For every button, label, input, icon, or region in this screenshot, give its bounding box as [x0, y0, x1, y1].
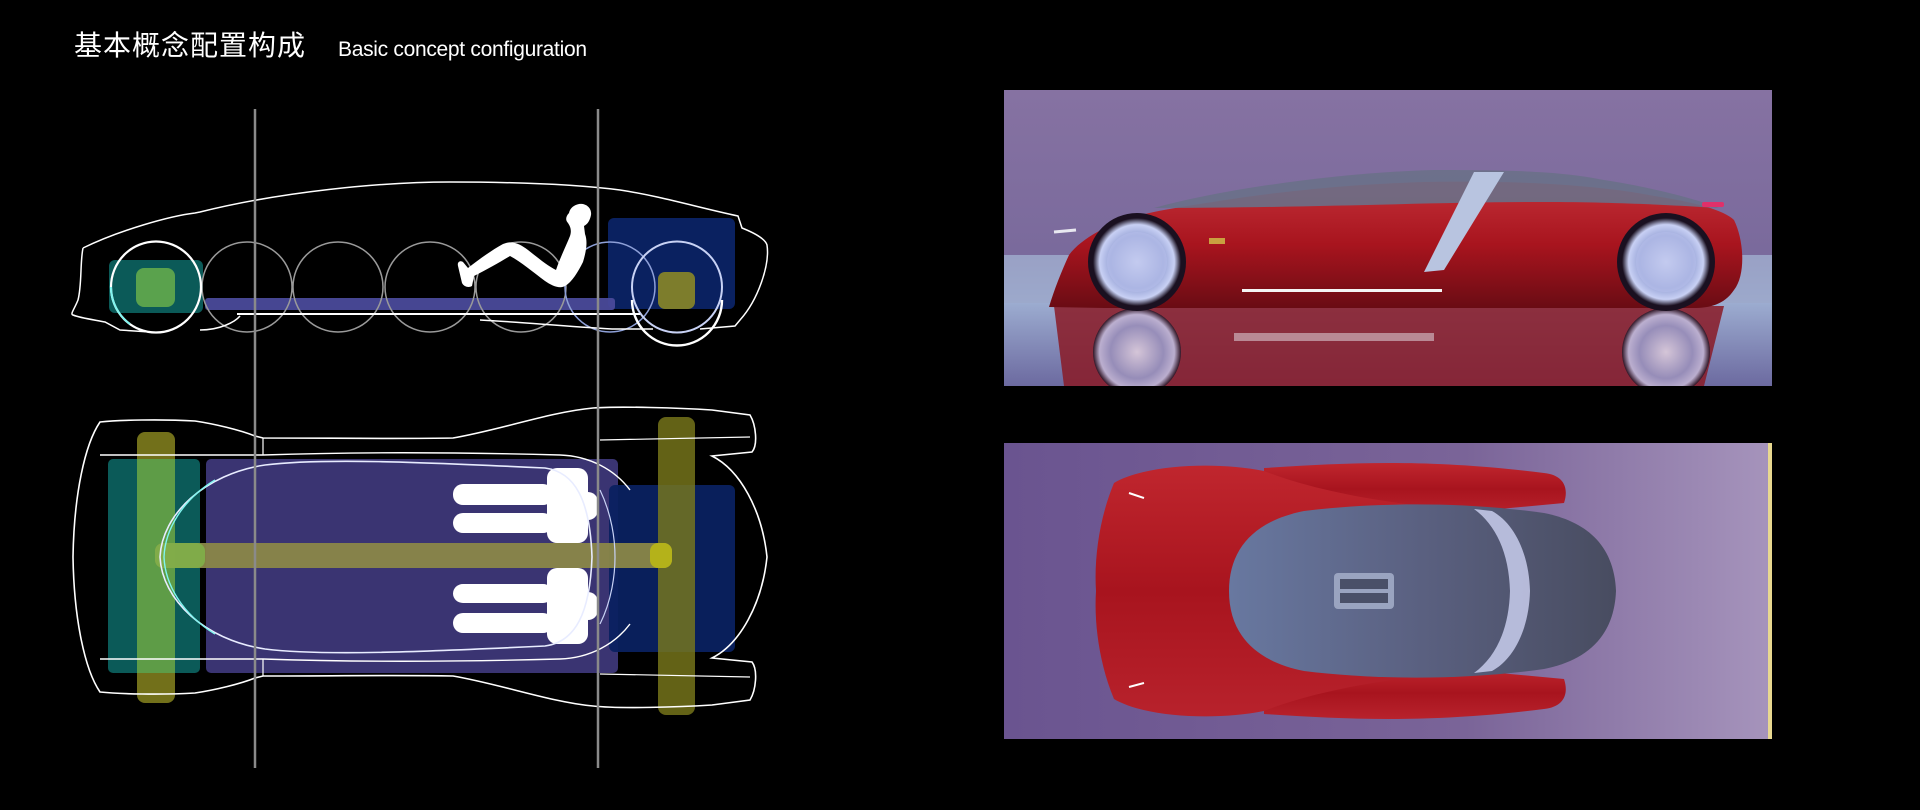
- rear-wheel-icon: [631, 240, 723, 334]
- rear-core-block: [658, 272, 695, 309]
- rear-unit-block: [608, 218, 735, 309]
- side-render-photo: [1004, 90, 1772, 386]
- layout-diagram-svg: [71, 109, 769, 768]
- occupant-figure-icon: [457, 203, 592, 288]
- taillight: [1702, 202, 1724, 207]
- ghost-circles: [201, 241, 656, 333]
- side-body-outline: [71, 181, 769, 333]
- car-canopy: [1229, 504, 1616, 678]
- page-title-chinese: 基本概念配置构成: [74, 29, 307, 62]
- top-body-outline: [72, 406, 768, 709]
- rear-axle-bar: [658, 417, 695, 715]
- page-title-english: Basic concept configuration: [338, 38, 587, 61]
- top-view: [72, 406, 768, 715]
- side-render-svg: [1004, 90, 1772, 386]
- canopy-outline: [159, 460, 593, 654]
- top-render-photo: [1004, 443, 1772, 739]
- battery-bar: [205, 298, 615, 310]
- top-render-svg: [1004, 443, 1772, 739]
- spine-bar: [155, 543, 672, 568]
- layout-diagram: [0, 0, 800, 810]
- car-glass: [1154, 170, 1719, 208]
- front-core-block: [136, 268, 175, 307]
- side-view: [71, 181, 769, 347]
- car-body: [1049, 181, 1743, 308]
- seat-lower: [453, 568, 598, 644]
